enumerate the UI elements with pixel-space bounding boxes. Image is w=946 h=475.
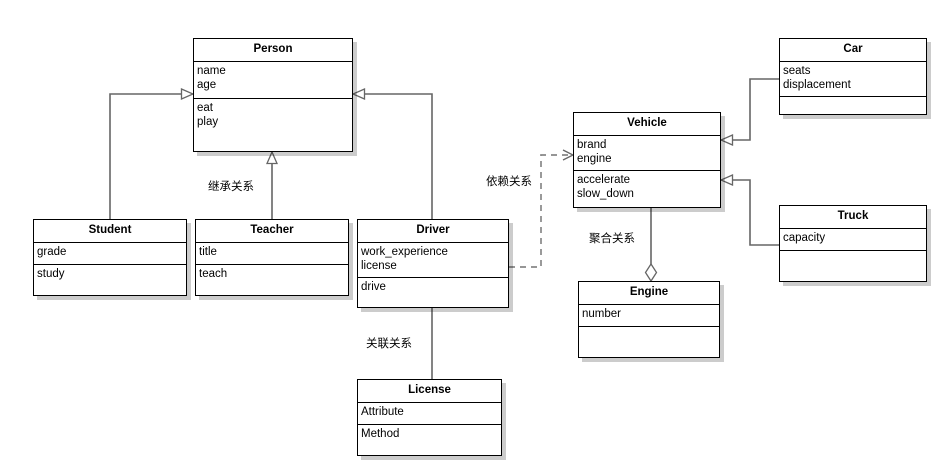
attribute-item: seats: [783, 64, 811, 77]
attribute-item: grade: [37, 245, 67, 258]
class-attributes-car: seats displacement: [780, 62, 926, 97]
class-box-engine[interactable]: Engine number: [578, 281, 720, 358]
edge-car-vehicle: [721, 78, 779, 140]
attribute-item: Attribute: [361, 405, 404, 418]
class-methods-person: eat play: [194, 99, 352, 132]
edge-label-dependency: 依赖关系: [486, 176, 532, 188]
class-box-person[interactable]: Person name age eat play: [193, 38, 353, 152]
class-methods-truck: [780, 251, 926, 255]
class-methods-vehicle: accelerate slow_down: [574, 171, 720, 204]
method-item: play: [197, 116, 219, 128]
class-methods-license: Method: [358, 425, 501, 444]
class-box-car[interactable]: Car seats displacement: [779, 38, 927, 115]
attribute-item: name: [197, 64, 226, 77]
class-methods-student: study: [34, 265, 186, 284]
class-methods-driver: drive: [358, 278, 508, 297]
class-title-truck: Truck: [780, 206, 926, 229]
class-attributes-engine: number: [579, 305, 719, 327]
class-title-teacher: Teacher: [196, 220, 348, 243]
attribute-item: age: [197, 79, 217, 91]
class-title-student: Student: [34, 220, 186, 243]
attribute-item: capacity: [783, 231, 826, 244]
edge-driver-vehicle: [509, 149, 575, 268]
edge-student-person: [109, 94, 193, 219]
class-title-driver: Driver: [358, 220, 508, 243]
attribute-item: engine: [577, 153, 612, 165]
attribute-item: work_experience: [361, 245, 448, 258]
class-title-engine: Engine: [579, 282, 719, 305]
method-item: Method: [361, 427, 400, 440]
edge-truck-vehicle: [721, 180, 779, 246]
method-item: slow_down: [577, 188, 634, 200]
edge-label-inheritance: 继承关系: [208, 181, 254, 193]
class-attributes-vehicle: brand engine: [574, 136, 720, 171]
method-item: accelerate: [577, 173, 631, 186]
attribute-item: title: [199, 245, 217, 258]
class-attributes-teacher: title: [196, 243, 348, 265]
class-title-car: Car: [780, 39, 926, 62]
class-attributes-person: name age: [194, 62, 352, 99]
method-item: eat: [197, 101, 213, 114]
class-box-teacher[interactable]: Teacher title teach: [195, 219, 349, 296]
class-box-truck[interactable]: Truck capacity: [779, 205, 927, 282]
class-box-license[interactable]: License Attribute Method: [357, 379, 502, 456]
class-title-vehicle: Vehicle: [574, 113, 720, 136]
class-methods-car: [780, 97, 926, 101]
method-item: drive: [361, 280, 386, 293]
class-box-vehicle[interactable]: Vehicle brand engine accelerate slow_dow…: [573, 112, 721, 208]
edge-driver-person: [353, 94, 433, 219]
attribute-item: license: [361, 260, 397, 272]
attribute-item: number: [582, 307, 621, 320]
attribute-item: brand: [577, 138, 607, 151]
method-item: study: [37, 267, 65, 280]
class-methods-engine: [579, 327, 719, 331]
class-box-driver[interactable]: Driver work_experience license drive: [357, 219, 509, 308]
edge-label-aggregation: 聚合关系: [589, 233, 635, 245]
class-methods-teacher: teach: [196, 265, 348, 284]
class-box-student[interactable]: Student grade study: [33, 219, 187, 296]
class-attributes-license: Attribute: [358, 403, 501, 425]
class-attributes-driver: work_experience license: [358, 243, 508, 278]
class-title-person: Person: [194, 39, 352, 62]
method-item: teach: [199, 267, 228, 280]
class-title-license: License: [358, 380, 501, 403]
class-attributes-student: grade: [34, 243, 186, 265]
class-attributes-truck: capacity: [780, 229, 926, 251]
attribute-item: displacement: [783, 79, 851, 91]
edge-label-association: 关联关系: [366, 338, 412, 350]
